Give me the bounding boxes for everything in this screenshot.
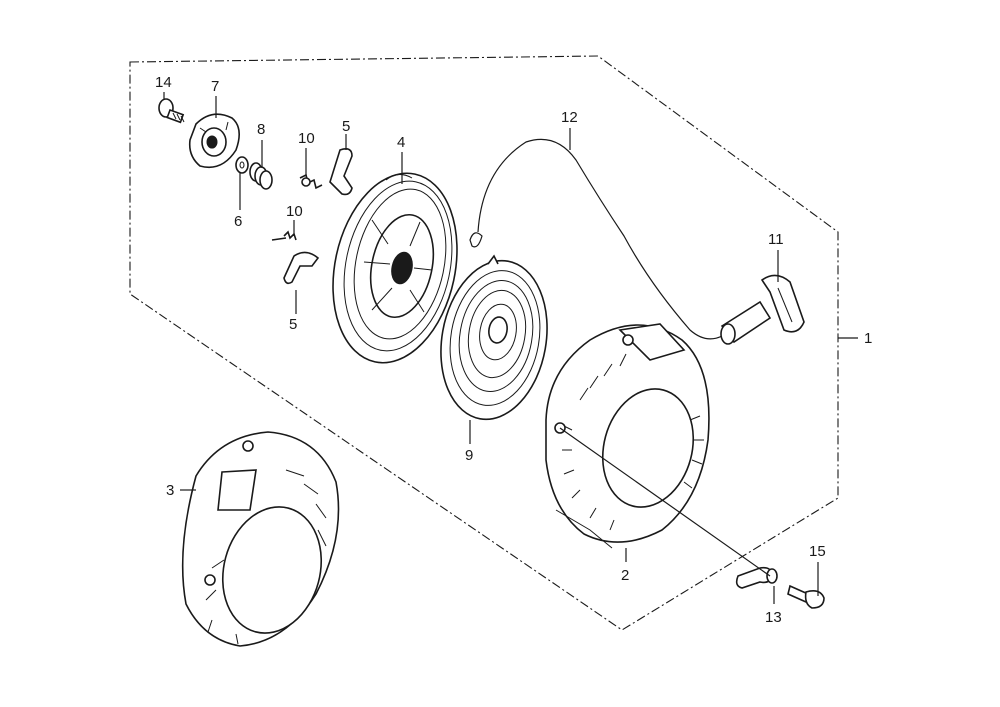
callout-3: 3 [166, 482, 174, 499]
part-5-lower-ratchet [283, 251, 320, 285]
part-14-bolt [158, 98, 185, 124]
part-11-starter-handle [720, 274, 805, 345]
part-2-starter-case [545, 323, 710, 549]
callout-4: 4 [397, 134, 405, 151]
callout-2: 2 [621, 567, 629, 584]
leader-lines [163, 92, 858, 604]
callout-9: 9 [465, 447, 473, 464]
part-8-spring [249, 162, 273, 190]
callout-5-upper: 5 [342, 118, 350, 135]
part-5-upper-ratchet [329, 148, 353, 196]
part-7-ratchet-guide [188, 113, 240, 169]
part-13-pin [735, 566, 778, 589]
callout-1: 1 [864, 330, 872, 347]
callout-5-lower: 5 [289, 316, 297, 333]
part-10-upper-spring [299, 173, 323, 190]
callout-13: 13 [765, 609, 782, 626]
callout-8: 8 [257, 121, 265, 138]
callout-12: 12 [561, 109, 578, 126]
callout-7: 7 [211, 78, 219, 95]
part-9-spiral-spring [440, 254, 548, 421]
callout-6: 6 [234, 213, 242, 230]
callout-14: 14 [155, 74, 172, 91]
callout-10-lower: 10 [286, 203, 303, 220]
callout-10-upper: 10 [298, 130, 315, 147]
part-6-washer [235, 156, 249, 174]
part-15-bolt [787, 584, 825, 609]
part-4-reel [332, 172, 458, 364]
callout-15: 15 [809, 543, 826, 560]
part-12-rope [469, 138, 723, 340]
part-3-outer-cover [181, 431, 340, 647]
part-10-lower-spring [271, 230, 297, 241]
callout-11: 11 [768, 231, 784, 248]
